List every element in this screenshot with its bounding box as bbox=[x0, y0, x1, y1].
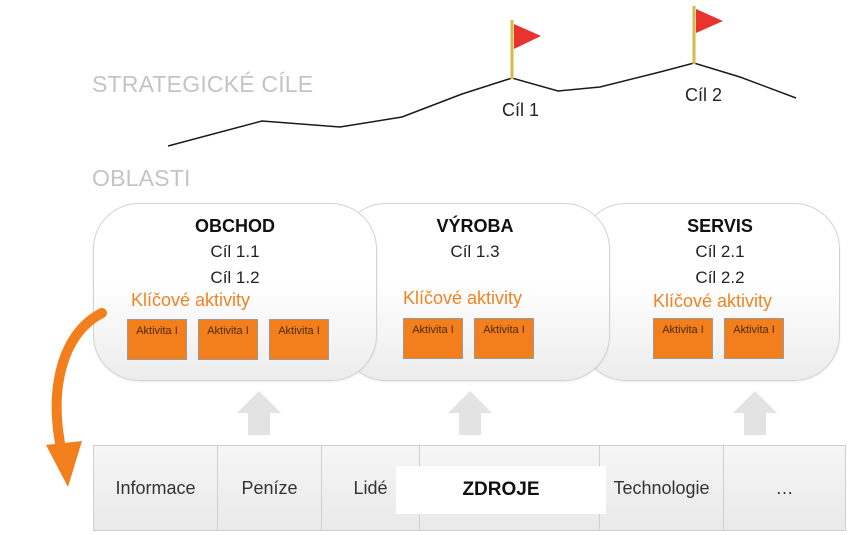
flag-icon bbox=[510, 20, 541, 79]
activity-box: Aktivita I bbox=[269, 319, 329, 360]
activity-box: Aktivita I bbox=[198, 319, 258, 360]
activity-box: Aktivita I bbox=[653, 318, 713, 359]
area-card-obchod: OBCHOD Cíl 1.1 Cíl 1.2 Klíčové aktivity … bbox=[93, 203, 377, 381]
activity-box: Aktivita I bbox=[127, 319, 187, 360]
flag-icon bbox=[692, 6, 723, 64]
key-activities-label: Klíčové aktivity bbox=[131, 290, 251, 310]
resource-cell: Technologie bbox=[600, 446, 724, 530]
strategy-landscape bbox=[167, 6, 797, 147]
activity-box: Aktivita I bbox=[474, 318, 534, 359]
area-card-vyroba: VÝROBA Cíl 1.3 Klíčové aktivity Aktivita… bbox=[340, 203, 610, 381]
areas-heading: OBLASTI bbox=[92, 165, 191, 191]
area-title: OBCHOD bbox=[195, 216, 275, 236]
area-goal: Cíl 1.2 bbox=[210, 268, 260, 287]
area-goal: Cíl 1.3 bbox=[450, 242, 500, 261]
area-goal: Cíl 1.1 bbox=[210, 242, 260, 261]
resources-bar: Informace Peníze Lidé Technologie … bbox=[93, 445, 846, 531]
area-card-servis: SERVIS Cíl 2.1 Cíl 2.2 Klíčové aktivity … bbox=[580, 203, 840, 381]
area-goal: Cíl 2.2 bbox=[695, 268, 745, 287]
area-title: VÝROBA bbox=[436, 216, 514, 236]
milestone-label: Cíl 1 bbox=[502, 100, 540, 120]
resource-cell: Informace bbox=[94, 446, 218, 530]
key-activities-label: Klíčové aktivity bbox=[403, 288, 523, 308]
area-title: SERVIS bbox=[687, 216, 753, 236]
curved-arrow-icon bbox=[46, 308, 107, 487]
mountain-line bbox=[167, 62, 797, 147]
resource-cell: … bbox=[775, 478, 794, 498]
area-goal: Cíl 2.1 bbox=[695, 242, 745, 261]
up-arrow-icon bbox=[448, 391, 492, 435]
activity-box: Aktivita I bbox=[724, 318, 784, 359]
resource-cell: Peníze bbox=[218, 446, 322, 530]
resources-title: ZDROJE bbox=[396, 466, 606, 514]
key-activities-label: Klíčové aktivity bbox=[653, 291, 773, 311]
milestone-label: Cíl 2 bbox=[685, 85, 723, 105]
up-arrow-icon bbox=[237, 391, 281, 435]
up-arrow-icon bbox=[733, 391, 777, 435]
strategic-goals-heading: STRATEGICKÉ CÍLE bbox=[92, 71, 314, 97]
activity-box: Aktivita I bbox=[403, 318, 463, 359]
